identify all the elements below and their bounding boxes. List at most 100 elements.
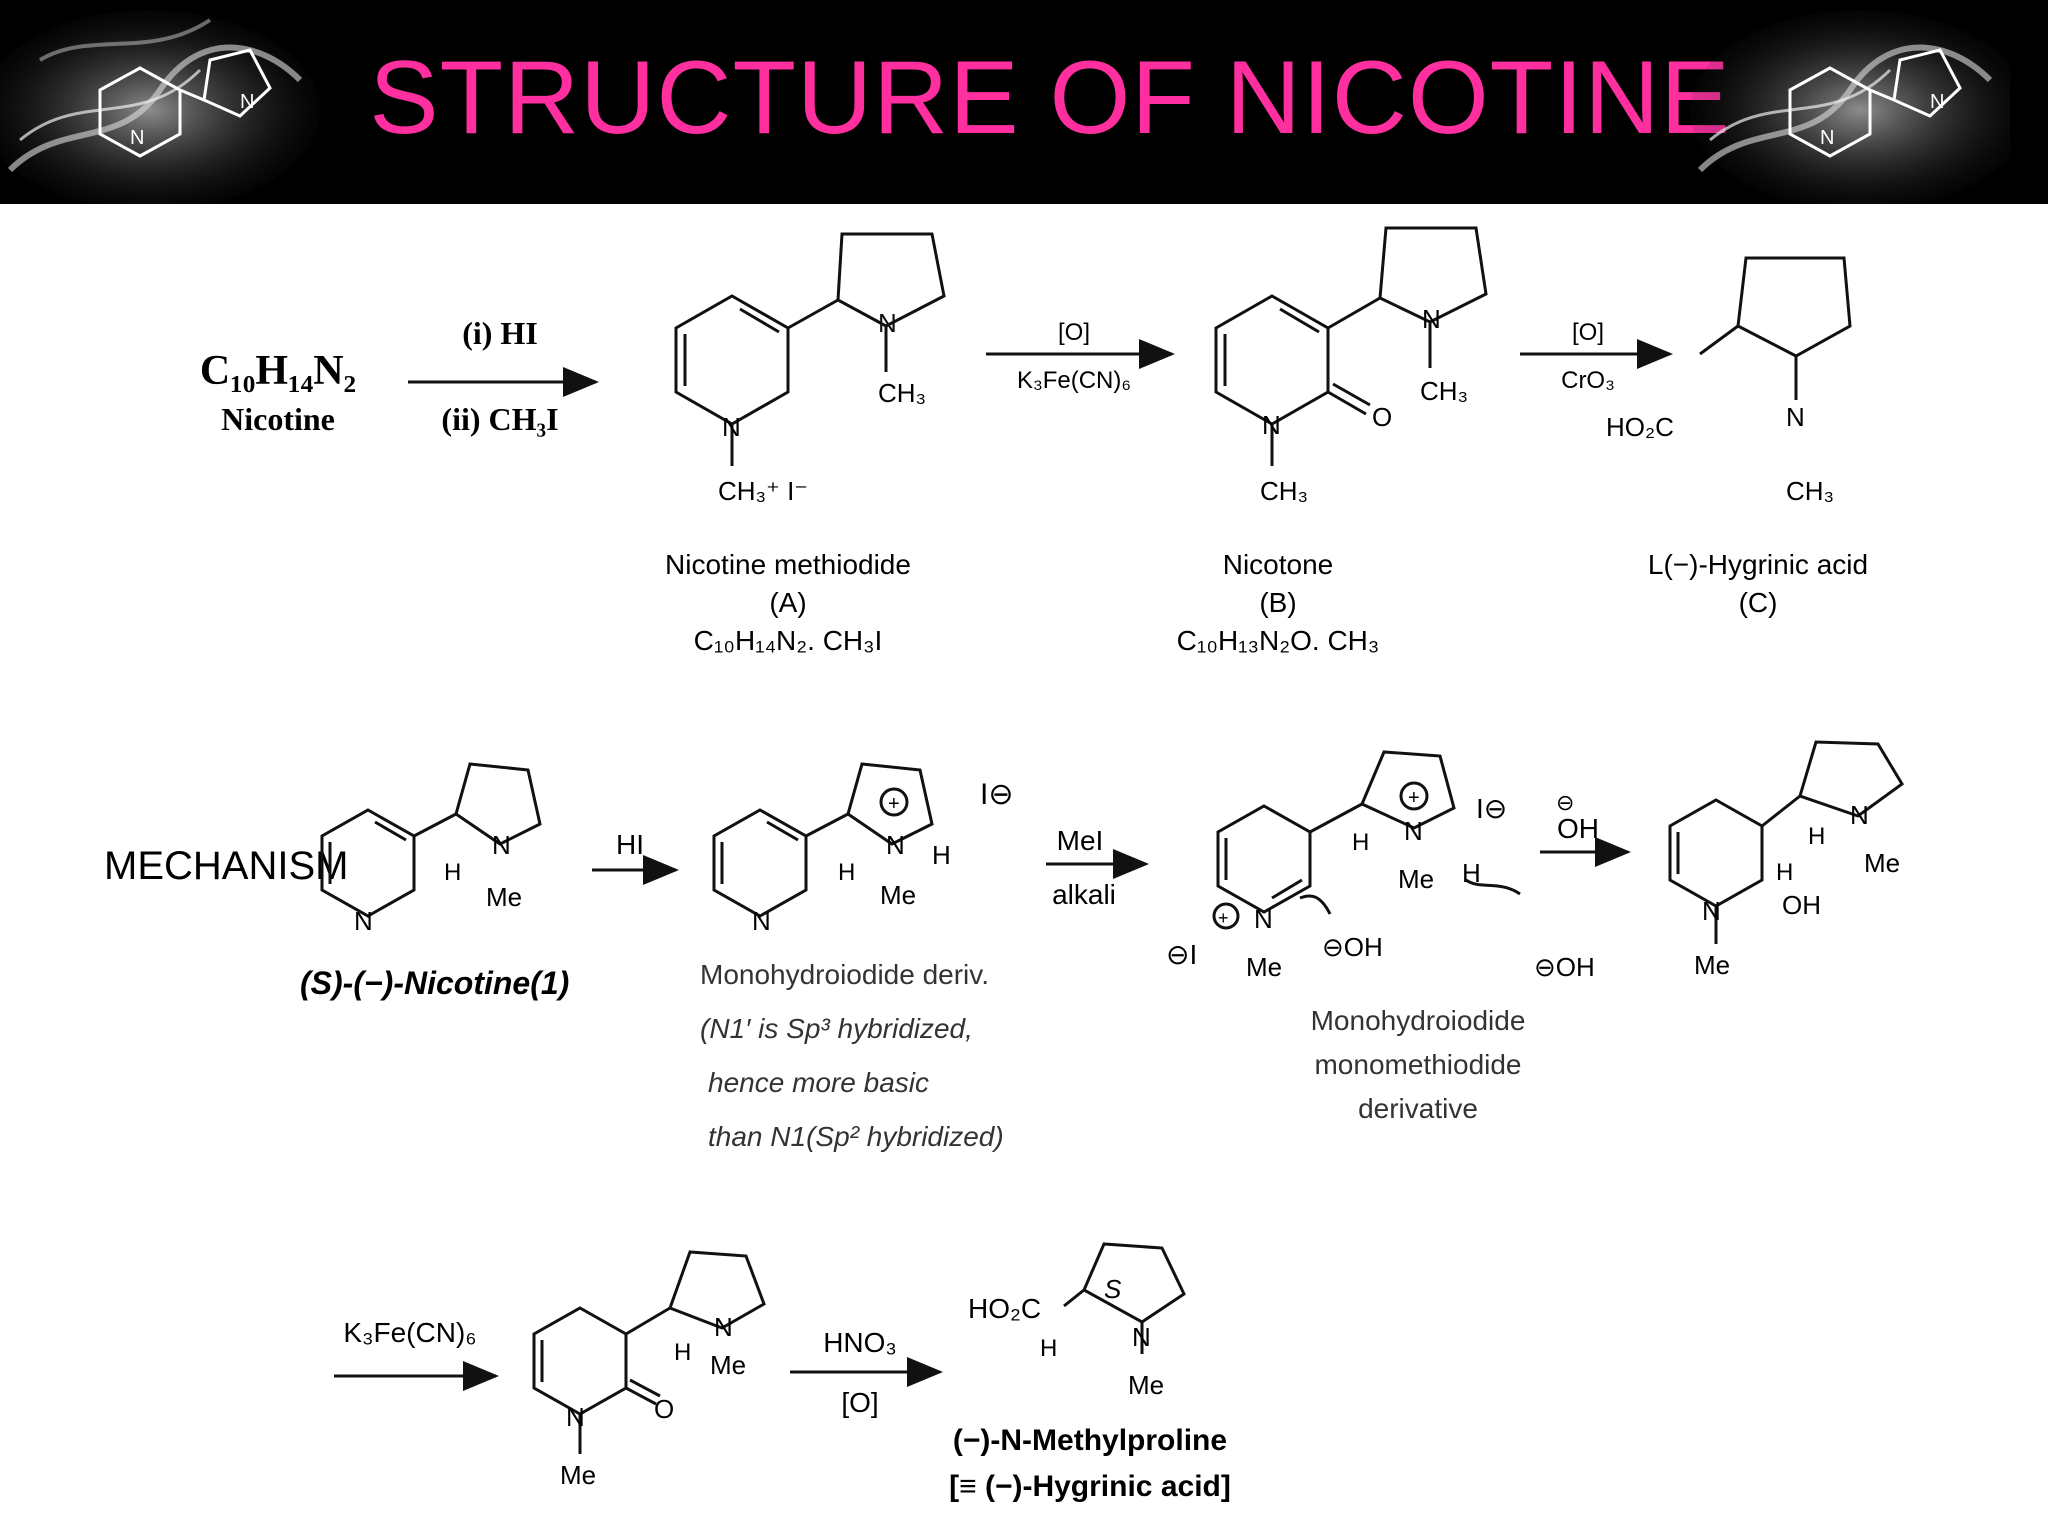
compound-c-name: L(−)-Hygrinic acid: [1648, 549, 1868, 580]
hydrogen-label: H: [1462, 858, 1481, 888]
step5-reagent-top: HNO₃: [823, 1327, 897, 1358]
hydrogen-label: H: [1352, 829, 1369, 856]
reagent-2-bottom: K₃Fe(CN)₆: [1017, 367, 1131, 394]
methyl-label: Me: [1694, 950, 1730, 980]
structure-pseudobase: [1668, 740, 1904, 944]
structure-nicotone: [1214, 226, 1488, 466]
hydroxyl-label: OH: [1782, 890, 1821, 920]
atom-n: N: [714, 1312, 733, 1342]
hydrogen-label: H: [674, 1339, 691, 1366]
structure-monomethiodide: [1212, 750, 1521, 930]
iodide-anion: I⊖: [980, 778, 1013, 811]
reagent-1-bottom: (ii) CH₃I: [441, 401, 558, 437]
atom-n: N: [886, 830, 905, 860]
atom-n: N: [1132, 1322, 1151, 1352]
atom-n: N: [1786, 402, 1805, 432]
slide-title: STRUCTURE OF NICOTINE: [369, 40, 1731, 156]
compound-c-letter: (C): [1739, 587, 1778, 618]
scheme-2: N N H Me (S)-(−)-Nicotine(1) HI N N + H …: [300, 740, 1904, 1503]
structure-nicotone-mech: [532, 1250, 766, 1454]
step4-reagent: K₃Fe(CN)₆: [343, 1317, 476, 1348]
mechanism-label: MECHANISM: [104, 844, 349, 888]
atom-n: N: [1254, 904, 1273, 934]
atom-n: N: [1262, 410, 1281, 440]
atom-n: N: [492, 830, 511, 860]
slide-content: MECHANISM C₁₀H₁₄N₂ Nicotine (i) HI (ii) …: [0, 204, 2048, 1536]
step2-reagent-bottom: alkali: [1052, 879, 1116, 910]
start-name: Nicotine: [221, 401, 335, 437]
methyl-label: Me: [1246, 952, 1282, 982]
hydroxide: ⊖OH: [1322, 932, 1383, 962]
reagent-3-bottom: CrO₃: [1561, 367, 1615, 394]
compound-b-name: Nicotone: [1223, 549, 1334, 580]
positive-charge: +: [888, 793, 900, 815]
hydrogen-label: H: [932, 840, 951, 870]
atom-n: N: [1422, 304, 1441, 334]
positive-charge: +: [1408, 787, 1420, 809]
product-name: (−)-N-Methylproline: [953, 1424, 1227, 1457]
product-alias: [≡ (−)-Hygrinic acid]: [949, 1470, 1231, 1503]
structure-n-methylproline: [1063, 1242, 1186, 1354]
intermediate2-caption: Monohydroiodide: [1311, 1005, 1526, 1036]
step3-reagent: OH: [1557, 813, 1599, 844]
iodide-anion: ⊖I: [1166, 939, 1197, 970]
hydrogen-label: H: [1808, 823, 1825, 850]
svg-text:N: N: [1820, 127, 1834, 149]
intermediate1-caption: (N1′ is Sp³ hybridized,: [700, 1013, 973, 1044]
intermediate1-caption: Monohydroiodide deriv.: [700, 959, 989, 990]
stereo-s-label: S: [1104, 1274, 1122, 1304]
structure-nicotine-methiodide: [674, 232, 946, 466]
start-formula: C₁₀H₁₄N₂: [200, 348, 356, 394]
structure-monohydroiodide: [712, 762, 934, 918]
methyl-label: Me: [1398, 864, 1434, 894]
methyl-iodide-label: CH₃⁺ I⁻: [718, 476, 808, 506]
title-banner: N N STRUCTURE OF NICOTINE N N: [0, 0, 2048, 204]
intermediate2-caption: monomethiodide: [1314, 1049, 1521, 1080]
compound-a-formula: C₁₀H₁₄N₂. CH₃I: [694, 625, 883, 656]
reagent-2-top: [O]: [1058, 319, 1090, 346]
methyl-label: Me: [1864, 848, 1900, 878]
methyl-label: Me: [560, 1460, 596, 1490]
step5-reagent-bottom: [O]: [841, 1387, 878, 1418]
compound-a-name: Nicotine methiodide: [665, 549, 911, 580]
positive-charge: +: [1218, 908, 1229, 928]
compound-a-letter: (A): [769, 587, 806, 618]
nicotine-name: (S)-(−)-Nicotine(1): [300, 965, 569, 1001]
svg-text:N: N: [1930, 91, 1944, 113]
methyl-label: Me: [1128, 1370, 1164, 1400]
hydrogen-label: H: [444, 859, 461, 886]
intermediate1-caption: hence more basic: [708, 1067, 929, 1098]
reaction-schemes: C₁₀H₁₄N₂ Nicotine (i) HI (ii) CH₃I N N C…: [200, 226, 1904, 1503]
methyl-label: CH₃: [1260, 476, 1308, 506]
step1-reagent: HI: [616, 829, 644, 860]
structure-hygrinic-acid: [1699, 256, 1852, 400]
intermediate2-caption: derivative: [1358, 1093, 1478, 1124]
carboxyl-label: HO₂C: [968, 1293, 1041, 1324]
methyl-label: Me: [710, 1350, 746, 1380]
smoke-nicotine-logo-right: N N: [1690, 10, 2010, 204]
smoke-nicotine-logo-left: N N: [0, 10, 320, 204]
hydrogen-label: H: [838, 859, 855, 886]
atom-n: N: [752, 906, 771, 936]
step2-reagent-top: MeI: [1057, 825, 1104, 856]
carboxyl-label: HO₂C: [1606, 412, 1674, 442]
compound-b-letter: (B): [1259, 587, 1296, 618]
atom-n: N: [878, 308, 897, 338]
methyl-label: Me: [880, 880, 916, 910]
atom-n: N: [1702, 896, 1721, 926]
hydrogen-label: H: [1776, 859, 1793, 886]
atom-n: N: [1850, 800, 1869, 830]
compound-b-formula: C₁₀H₁₃N₂O. CH₃: [1177, 625, 1380, 656]
methyl-label: Me: [486, 882, 522, 912]
atom-o: O: [654, 1394, 674, 1424]
methyl-label: CH₃: [1420, 376, 1468, 406]
iodide-anion: I⊖: [1476, 793, 1507, 824]
atom-n: N: [566, 1402, 585, 1432]
reagent-1-top: (i) HI: [462, 315, 538, 351]
atom-n: N: [354, 906, 373, 936]
svg-text:N: N: [240, 91, 254, 113]
atom-o: O: [1372, 402, 1392, 432]
methyl-label: CH₃: [878, 378, 926, 408]
negative-charge: ⊖: [1556, 790, 1574, 815]
hydrogen-label: H: [1040, 1335, 1057, 1362]
